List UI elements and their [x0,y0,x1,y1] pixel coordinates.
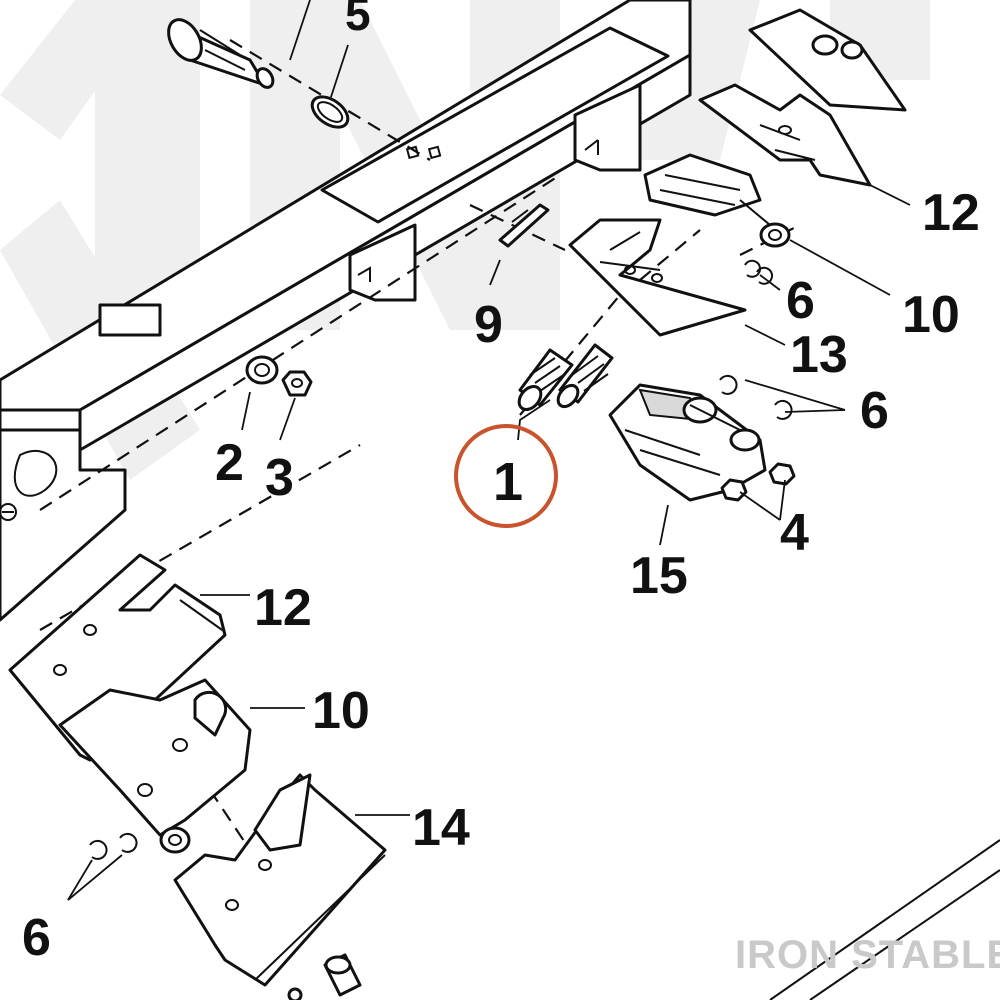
leader-lines [67,0,911,901]
callout-6-top: 6 [786,272,815,330]
highlight-circle [454,424,558,528]
plate-12-bottom [8,553,227,762]
corner-edges [769,839,1000,1000]
pin-spring-assembly [167,18,350,129]
bottom-bolt-and-clips [89,832,362,1000]
hinge-10-top [643,153,791,248]
callout-10-bottom: 10 [312,682,370,740]
frame-bar [0,0,692,452]
top-right-bracket [748,8,907,112]
callout-13: 13 [790,326,848,384]
callout-2: 2 [215,434,244,492]
callout-14: 14 [412,799,470,857]
hinge-10-bottom [58,678,252,854]
callout-1: 1 [493,452,523,512]
plate-14 [173,773,387,987]
callout-15: 15 [630,547,688,605]
bracket-13 [568,218,747,337]
callout-3: 3 [265,449,294,507]
clip [498,203,550,248]
callout-5: 5 [345,0,371,40]
washer-and-nut [245,355,313,397]
callout-12-top: 12 [922,184,980,242]
bolts [517,343,614,412]
e-clips-top [719,259,793,420]
callout-numbers: 5 2 3 9 1 12 6 10 13 6 4 15 12 10 14 6 [22,0,980,967]
callout-10-top: 10 [902,286,960,344]
brand-watermark: IRON STABLE [735,933,1000,977]
callout-9: 9 [474,296,503,354]
left-bracket [0,428,127,622]
callout-4: 4 [780,504,809,562]
callout-12-bottom: 12 [254,579,312,637]
nuts [720,462,796,502]
plate-12-top [698,83,872,187]
callout-6-bottom: 6 [22,909,51,967]
actuator-15 [608,383,767,502]
callout-6-mid: 6 [860,382,889,440]
